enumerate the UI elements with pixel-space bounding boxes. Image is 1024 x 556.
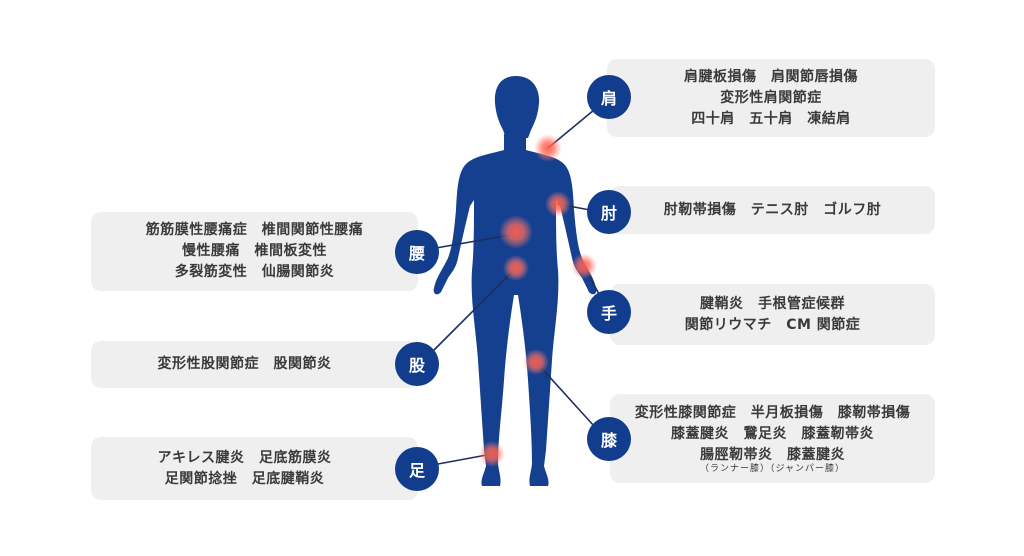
human-silhouette (433, 76, 597, 486)
foot-conditions-box: アキレス腱炎 足底筋膜炎 足関節捻挫 足底腱鞘炎 (91, 437, 418, 500)
condition-text: 膝蓋腱炎 鵞足炎 膝蓋靭帯炎 (671, 425, 874, 442)
elbow-badge: 肘 (587, 190, 631, 234)
condition-text: 変形性股関節症 股関節炎 (157, 356, 332, 372)
elbow-conditions-box: 肘靭帯損傷 テニス肘 ゴルフ肘 (610, 186, 935, 234)
hip-badge: 股 (395, 342, 439, 386)
shoulder-badge: 肩 (587, 75, 631, 119)
pain-hotspots (479, 134, 597, 467)
condition-text: 慢性腰痛 椎間板変性 (182, 243, 327, 259)
condition-text: 関節リウマチ CM 関節症 (684, 316, 861, 333)
condition-text: 多裂筋変性 仙腸関節炎 (174, 264, 335, 280)
hand-badge: 手 (587, 290, 631, 334)
shoulder-conditions-box: 肩腱板損傷 肩関節唇損傷 変形性肩関節症 四十肩 五十肩 凍結肩 (607, 59, 935, 137)
condition-text: 四十肩 五十肩 凍結肩 (691, 110, 851, 127)
condition-text: アキレス腱炎 足底筋膜炎 (157, 449, 332, 466)
condition-text: 肩腱板損傷 肩関節唇損傷 (684, 68, 858, 85)
knee-badge: 膝 (587, 417, 631, 461)
condition-text: 腱鞘炎 手根管症候群 (700, 295, 845, 312)
lower-back-badge: 腰 (395, 230, 439, 274)
hand-conditions-box: 腱鞘炎 手根管症候群 関節リウマチ CM 関節症 (610, 284, 935, 345)
hip-conditions-box: 変形性股関節症 股関節炎 (91, 341, 418, 388)
condition-subtext: （ランナー膝）（ジャンパー膝） (699, 463, 846, 474)
condition-text: 肘靭帯損傷 テニス肘 ゴルフ肘 (663, 201, 882, 218)
knee-conditions-box: 変形性膝関節症 半月板損傷 膝靭帯損傷 膝蓋腱炎 鵞足炎 膝蓋靭帯炎 腸脛靭帯炎… (610, 394, 935, 483)
lower-back-conditions-box: 筋筋膜性腰痛症 椎間関節性腰痛 慢性腰痛 椎間板変性 多裂筋変性 仙腸関節炎 (91, 212, 418, 291)
condition-text: 足関節捻挫 足底腱鞘炎 (164, 470, 325, 487)
foot-badge: 足 (395, 447, 439, 491)
condition-text: 変形性肩関節症 (720, 89, 822, 106)
condition-text: 変形性膝関節症 半月板損傷 膝靭帯損傷 (634, 404, 911, 421)
condition-text: 筋筋膜性腰痛症 椎間関節性腰痛 (145, 222, 364, 238)
condition-text: 腸脛靭帯炎 膝蓋腱炎 (700, 446, 845, 463)
